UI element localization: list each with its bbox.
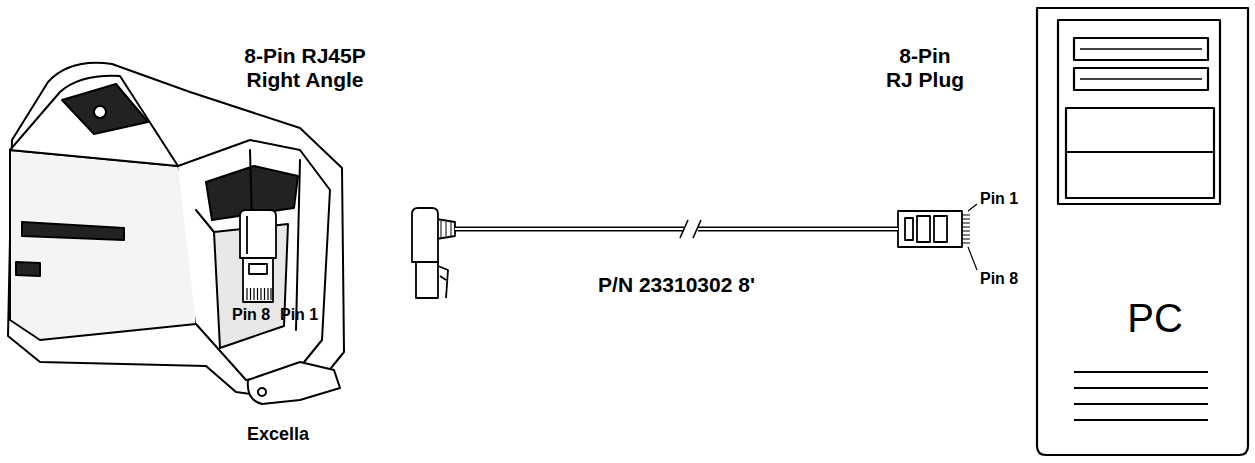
pc-tower xyxy=(1037,8,1248,455)
scanner-lever xyxy=(248,362,340,404)
drive-bay-lower xyxy=(1066,108,1214,198)
right-angle-plug: 8-Pin RJ45P Right Angle xyxy=(228,42,455,305)
drive-slot-line xyxy=(1080,78,1202,79)
rj-plug: 8-Pin RJ Plug xyxy=(898,42,970,252)
rj45-right-angle-plug xyxy=(412,208,455,298)
pc-box: PC xyxy=(1037,8,1248,455)
scanner-slot xyxy=(16,262,40,276)
plug-latch xyxy=(438,266,448,298)
drive-slot xyxy=(1074,68,1208,90)
plug-detail xyxy=(917,216,930,242)
plug-head xyxy=(412,208,438,262)
scanner-logo xyxy=(94,106,106,118)
plug-shade xyxy=(246,216,248,254)
cable xyxy=(455,227,898,232)
scanner-top xyxy=(10,76,178,166)
plug-cap xyxy=(240,210,276,258)
scanner-slot xyxy=(22,222,124,240)
drive-divider xyxy=(1066,151,1214,153)
pin-label: Pin 8 xyxy=(980,270,1018,288)
node-heading: 8-Pin RJ Plug xyxy=(886,44,965,92)
break-mark xyxy=(680,220,701,238)
scanner-stripe xyxy=(62,84,148,134)
excella-scanner xyxy=(8,63,344,404)
device-name: Excella xyxy=(247,424,309,445)
vent-lines xyxy=(1074,372,1208,420)
plug-contact-block xyxy=(416,262,438,298)
pc-case xyxy=(1037,8,1248,455)
drive-slot-line xyxy=(1080,48,1202,49)
pin-label: Pin 1 xyxy=(980,190,1018,208)
node-heading: PC xyxy=(1127,296,1184,340)
plug-ridges xyxy=(441,221,451,237)
scanner-housing xyxy=(8,63,344,398)
drive-bay xyxy=(1058,20,1220,204)
drive-slot xyxy=(1074,38,1208,60)
leader-line xyxy=(968,247,977,270)
plug-window xyxy=(249,264,267,274)
scanner-edge xyxy=(196,150,300,330)
plug-contacts xyxy=(962,215,970,243)
part-number: P/N 23310302 8' xyxy=(598,273,755,297)
plug-detail xyxy=(905,218,913,240)
break-gap xyxy=(684,219,698,239)
plug-contacts xyxy=(247,288,271,300)
plug-detail xyxy=(934,216,947,242)
plug-body xyxy=(243,258,273,302)
cable-core xyxy=(455,228,898,230)
leader-line xyxy=(968,204,977,211)
scanner-side xyxy=(178,140,330,380)
pin-label: Pin 8 xyxy=(232,306,270,324)
rj-plug xyxy=(898,204,977,270)
scanner-front xyxy=(10,150,196,340)
scanner-pivot xyxy=(258,388,266,396)
cable-group xyxy=(455,229,898,230)
pin-label: Pin 1 xyxy=(280,306,318,324)
rj45-front-view xyxy=(240,210,276,302)
node-heading: 8-Pin RJ45P Right Angle xyxy=(244,44,366,92)
plug-body xyxy=(898,211,962,247)
